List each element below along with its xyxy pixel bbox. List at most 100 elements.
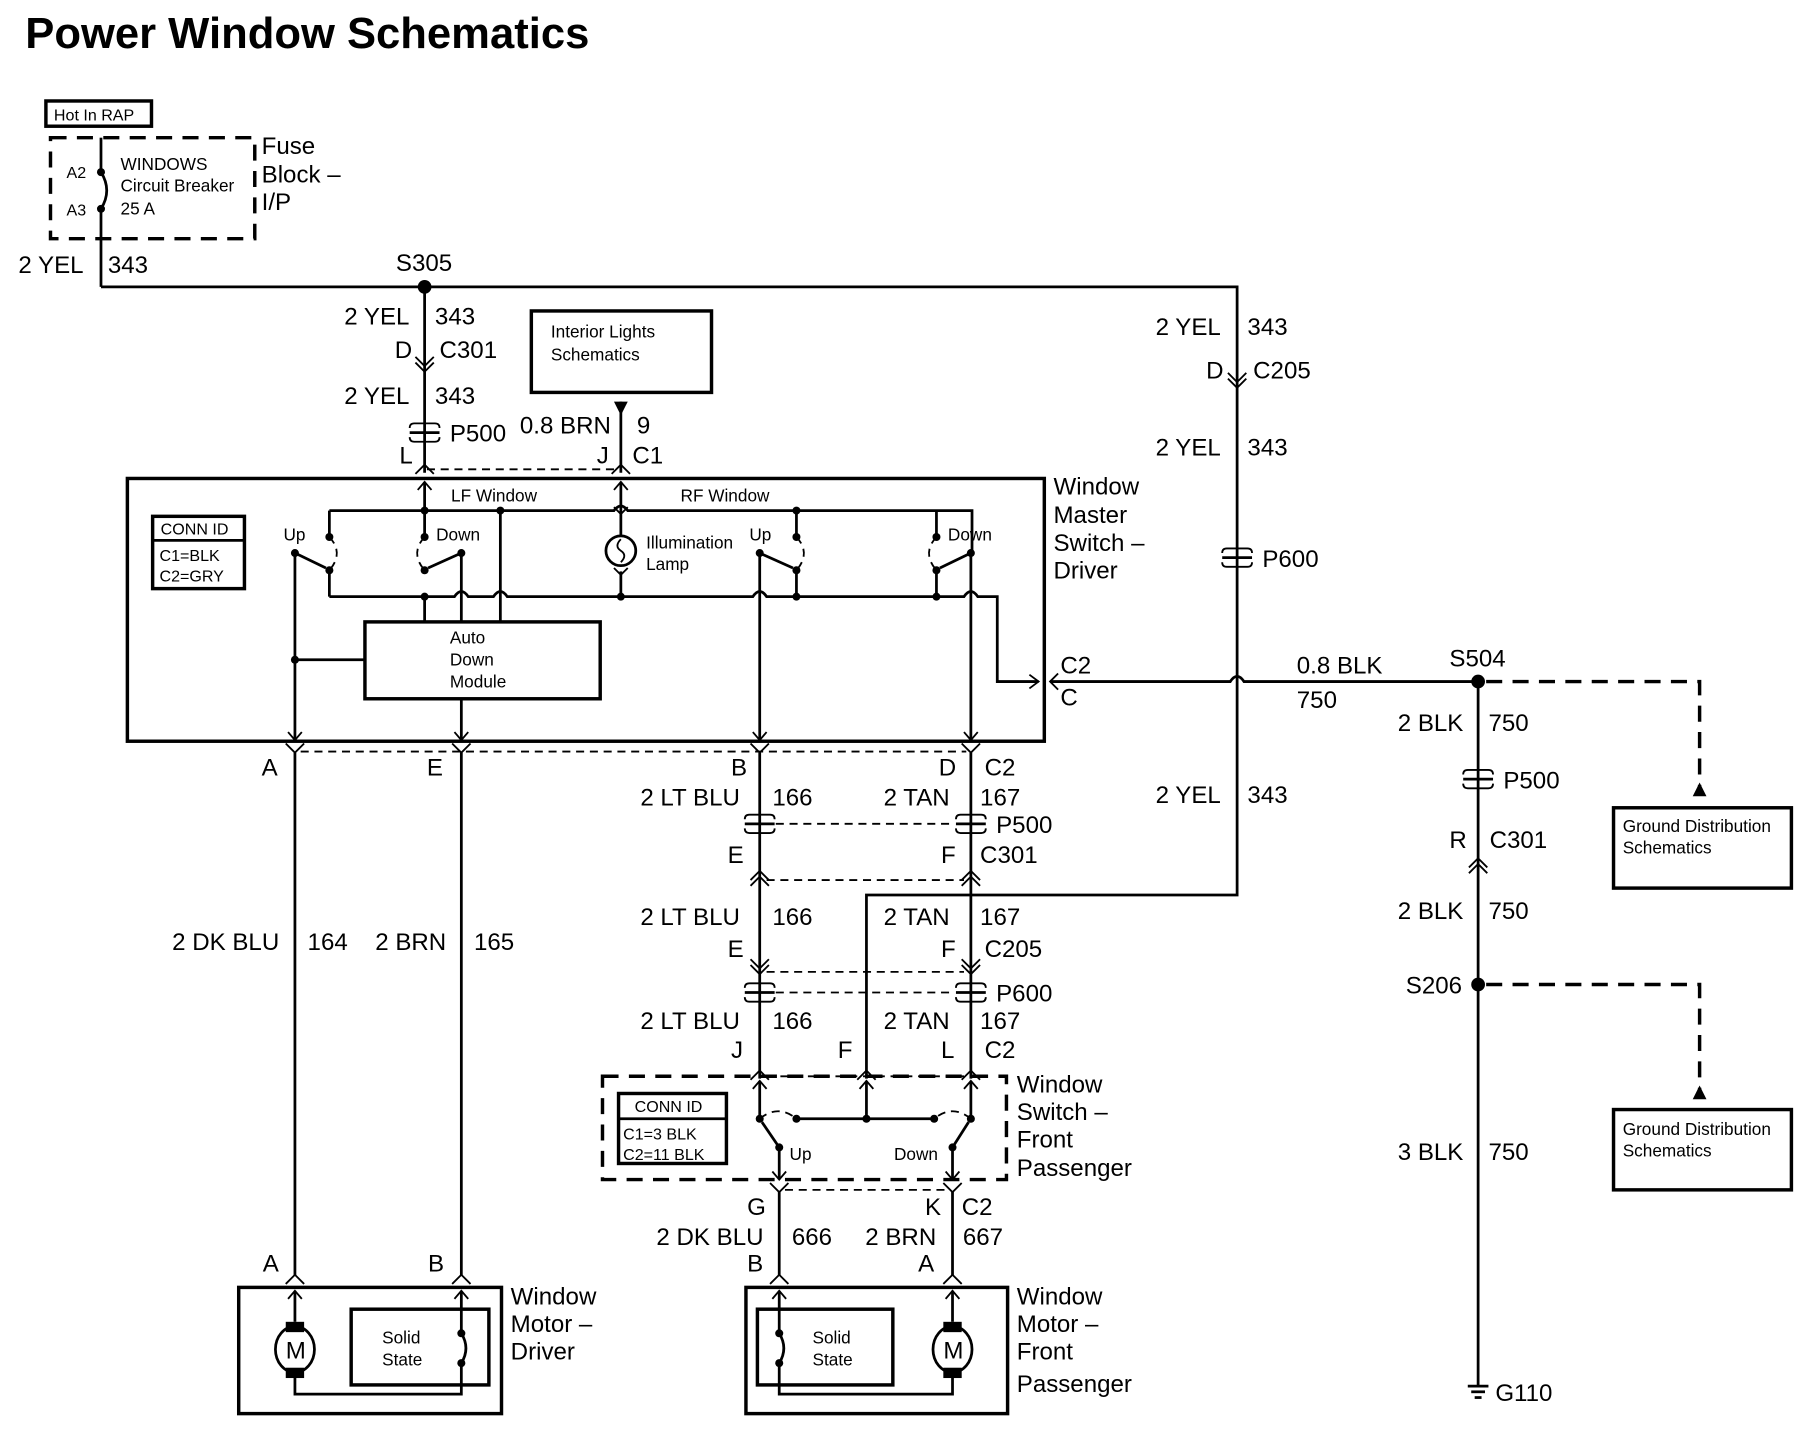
pm-motor-m: M (943, 1338, 963, 1365)
rfeed-pin-d: D (1206, 358, 1223, 385)
driver-circ-1: 164 (308, 929, 348, 956)
pm-label-3: Front (1017, 1339, 1074, 1366)
branch-circ-2: 343 (435, 383, 475, 410)
branch-inline-p500: P500 (450, 421, 506, 448)
ground-pin-c: C (1060, 685, 1077, 712)
dm-pin-a: A (263, 1250, 280, 1277)
pf-conn-c2: C2 (985, 1037, 1016, 1064)
pf-pin-e2: E (728, 936, 744, 963)
ps-conn-c2: C2 (962, 1194, 993, 1221)
rf-window-label: RF Window (681, 485, 770, 505)
rfeed-wire-1: 2 YEL (1156, 314, 1221, 341)
ground-circ-2: 750 (1488, 710, 1528, 737)
dm-label-3: Driver (511, 1339, 575, 1366)
branch-conn-c301: C301 (440, 337, 498, 364)
passenger-window-switch: Window Switch – Front Passenger CONN ID … (600, 1071, 1132, 1182)
feed-wire-color: 2 YEL (18, 252, 83, 279)
driver-wire-2: 2 BRN (375, 929, 446, 956)
ps-conn-id-c1: C1=3 BLK (623, 1125, 697, 1143)
branch-wire-2: 2 YEL (344, 383, 409, 410)
master-conn-id-title: CONN ID (161, 521, 229, 539)
ground-circ-1: 750 (1297, 687, 1337, 714)
splice-s206: S206 (1406, 973, 1462, 1000)
pf-pin-e1: E (728, 842, 744, 869)
pf-pin-f3: F (838, 1037, 853, 1064)
master-pin-a: A (262, 755, 279, 782)
rf-up-label: Up (749, 524, 771, 544)
ground-ref-1-line2[interactable]: Schematics (1623, 838, 1712, 858)
ground-circ-3: 750 (1488, 898, 1528, 925)
ground-wire-1: 0.8 BLK (1297, 653, 1383, 680)
master-conn-id-c1: C1=BLK (160, 547, 221, 565)
pin-a2: A2 (67, 164, 87, 182)
ps-circ-1: 666 (792, 1224, 832, 1251)
dm-solid-1: Solid (382, 1328, 420, 1348)
pm-label-4: Passenger (1017, 1371, 1132, 1398)
pf-circ-blu-1: 166 (772, 784, 812, 811)
master-pin-e: E (427, 755, 443, 782)
ps-conn-id-c2: C2=11 BLK (623, 1146, 705, 1164)
ground-ref-2-line1[interactable]: Ground Distribution (1623, 1119, 1771, 1139)
pm-label-2: Motor – (1017, 1311, 1099, 1338)
ps-pin-k: K (925, 1194, 941, 1221)
ground-wire-4: 3 BLK (1398, 1139, 1464, 1166)
ground-wire-2: 2 BLK (1398, 710, 1464, 737)
pf-pin-f2: F (941, 936, 956, 963)
lamp-wire-color: 0.8 BRN (520, 413, 611, 440)
ps-conn-id-title: CONN ID (635, 1098, 703, 1116)
ground-ref-2-line2[interactable]: Schematics (1623, 1141, 1712, 1161)
ps-wire-2: 2 BRN (865, 1224, 936, 1251)
pf-inline-p600: P600 (996, 981, 1052, 1008)
fuse-block-label-3: I/P (262, 189, 291, 216)
pf-circ-blu-2: 166 (772, 904, 812, 931)
fuse-block-label-1: Fuse (262, 133, 316, 160)
ground-g110: G110 (1495, 1380, 1552, 1407)
lamp-circuit: 9 (637, 413, 650, 440)
page-title: Power Window Schematics (25, 10, 589, 58)
driver-window-motor: A B M Solid State Window Motor – Driver (236, 1250, 597, 1416)
branch-pin-l: L (399, 443, 412, 470)
dm-solid-2: State (382, 1349, 422, 1369)
rfeed-conn-c205: C205 (1253, 358, 1311, 385)
interior-lights-ref-1[interactable]: Interior Lights (551, 321, 655, 341)
dm-pin-b: B (428, 1250, 444, 1277)
pf-circ-tan-1: 167 (980, 784, 1020, 811)
dm-label-1: Window (511, 1284, 597, 1311)
pf-conn-c301: C301 (980, 842, 1038, 869)
ps-label-4: Passenger (1017, 1155, 1132, 1182)
ps-wire-1: 2 DK BLU (656, 1224, 763, 1251)
lf-window-label: LF Window (451, 485, 538, 505)
interior-lights-ref-2[interactable]: Schematics (551, 344, 640, 364)
branch-circ-1: 343 (435, 304, 475, 331)
master-label-1: Window (1054, 474, 1140, 501)
passenger-window-motor: B A Solid State M Window Motor – Front P… (744, 1250, 1132, 1416)
pf-lt-blu-2: 2 LT BLU (640, 904, 740, 931)
branch-wire-1: 2 YEL (344, 304, 409, 331)
pf-circ-tan-3: 167 (980, 1008, 1020, 1035)
pf-pin-f1: F (941, 842, 956, 869)
window-master-switch: Window Master Switch – Driver CONN ID C1… (125, 474, 1145, 743)
ground-pin-r: R (1449, 827, 1466, 854)
rfeed-circ-2: 343 (1247, 435, 1287, 462)
pf-tan-2: 2 TAN (884, 904, 950, 931)
pf-inline-p500: P500 (996, 812, 1052, 839)
pf-tan-3: 2 TAN (884, 1008, 950, 1035)
pf-pin-j: J (731, 1037, 743, 1064)
rfeed-wire-2: 2 YEL (1156, 435, 1221, 462)
rfeed-circ-3: 343 (1247, 782, 1287, 809)
pf-conn-c205: C205 (985, 936, 1043, 963)
module-label-1: Auto (450, 628, 485, 648)
module-label-2: Down (450, 649, 494, 669)
ground-circ-4: 750 (1488, 1139, 1528, 1166)
master-conn-c2: C2 (985, 755, 1016, 782)
ps-up-label: Up (790, 1144, 812, 1164)
rfeed-wire-3: 2 YEL (1156, 782, 1221, 809)
ground-ref-1-line1[interactable]: Ground Distribution (1623, 816, 1771, 836)
pin-a3: A3 (67, 202, 87, 220)
lamp-pin-j: J (597, 443, 609, 470)
ground-wire-3: 2 BLK (1398, 898, 1464, 925)
breaker-rating: 25 A (120, 199, 155, 219)
dm-label-2: Motor – (511, 1311, 593, 1338)
illumination-lamp-icon (604, 534, 638, 568)
